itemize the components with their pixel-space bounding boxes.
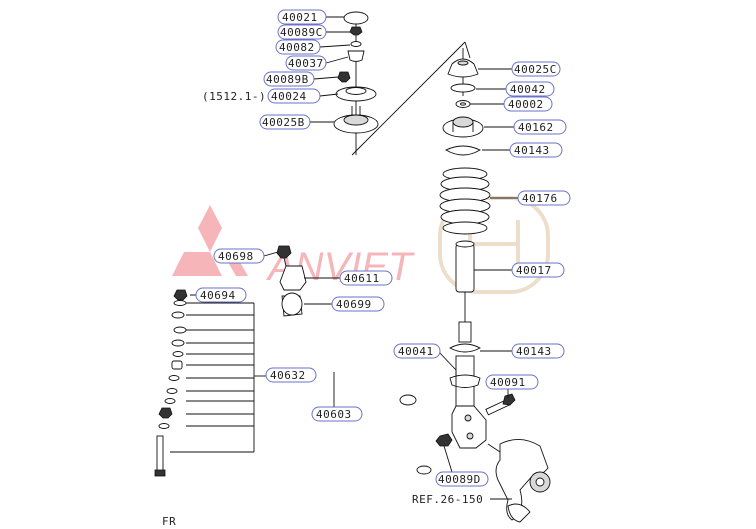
callout-40143-top-text: 40143 <box>514 144 550 157</box>
callout-40089c[interactable]: 40089C <box>277 24 327 40</box>
callout-40611-text: 40611 <box>344 272 380 285</box>
callout-40089c-text: 40089C <box>280 26 323 39</box>
steering-knuckle <box>487 439 551 523</box>
callout-40037-text: 40037 <box>288 57 324 70</box>
callout-40041-text: 40041 <box>398 345 434 358</box>
callout-40002-text: 40002 <box>508 98 544 111</box>
strut-assembly <box>435 48 551 523</box>
callout-40082-text: 40082 <box>279 41 315 54</box>
link-kit-stack <box>154 289 266 477</box>
callout-40694[interactable]: 40694 <box>195 287 247 303</box>
callout-40091-text: 40091 <box>490 376 526 389</box>
callout-40699[interactable]: 40699 <box>331 296 385 312</box>
callout-40041[interactable]: 40041 <box>393 343 441 359</box>
callout-40143-lower-text: 40143 <box>516 345 552 358</box>
callout-40176-text: 40176 <box>522 192 558 205</box>
callout-40143-lower[interactable]: 40143 <box>511 343 565 359</box>
callout-40025b-text: 40025B <box>262 116 305 129</box>
callout-40042-text: 40042 <box>510 83 546 96</box>
callout-40162-text: 40162 <box>518 121 554 134</box>
upper-mount-exploded-left <box>333 11 379 155</box>
assembly-guide-line <box>351 41 471 156</box>
callout-40024-ref-text: (1512.1-) <box>202 90 266 103</box>
callout-40603[interactable]: 40603 <box>311 406 363 422</box>
callout-40162[interactable]: 40162 <box>513 119 567 135</box>
callout-40089b[interactable]: 40089B <box>263 71 315 87</box>
callout-40017-text: 40017 <box>516 264 552 277</box>
callout-40021[interactable]: 40021 <box>277 9 327 25</box>
callout-40017[interactable]: 40017 <box>511 262 565 278</box>
callout-40042[interactable]: 40042 <box>505 81 555 97</box>
watermark-diamond-logo <box>172 205 248 276</box>
ref-26-150-text: REF.26-150 <box>412 493 483 506</box>
callout-40143-top[interactable]: 40143 <box>509 142 563 158</box>
callout-40024[interactable]: (1512.1-) 40024 <box>202 88 321 104</box>
callout-40021-text: 40021 <box>282 11 318 24</box>
callout-40632[interactable]: 40632 <box>265 367 317 383</box>
callout-40611[interactable]: 40611 <box>339 270 393 286</box>
callout-40025c-text: 40025C <box>514 63 557 76</box>
callout-40089d-text: 40089D <box>438 473 481 486</box>
callout-40632-text: 40632 <box>270 369 306 382</box>
callout-40025b[interactable]: 40025B <box>259 114 311 130</box>
callout-ref-26-150[interactable]: REF.26-150 <box>412 493 483 506</box>
callout-40699-text: 40699 <box>336 298 372 311</box>
callout-40002[interactable]: 40002 <box>503 96 553 112</box>
callout-40024-text: 40024 <box>271 90 307 103</box>
callout-40698-text: 40698 <box>218 250 254 263</box>
callout-40603-text: 40603 <box>316 408 352 421</box>
callout-40176[interactable]: 40176 <box>517 190 571 206</box>
callout-40698[interactable]: 40698 <box>213 248 265 264</box>
callout-40694-text: 40694 <box>200 289 236 302</box>
orientation-label: FR <box>162 515 176 528</box>
callout-40037[interactable]: 40037 <box>285 55 327 71</box>
stabilizer-bar <box>179 245 432 475</box>
callout-40089b-text: 40089B <box>266 73 309 86</box>
callout-40091[interactable]: 40091 <box>485 374 539 390</box>
callout-40025c[interactable]: 40025C <box>511 61 561 77</box>
callout-40089d[interactable]: 40089D <box>435 471 489 487</box>
coil-spring <box>439 167 491 235</box>
callout-40082[interactable]: 40082 <box>275 39 321 55</box>
